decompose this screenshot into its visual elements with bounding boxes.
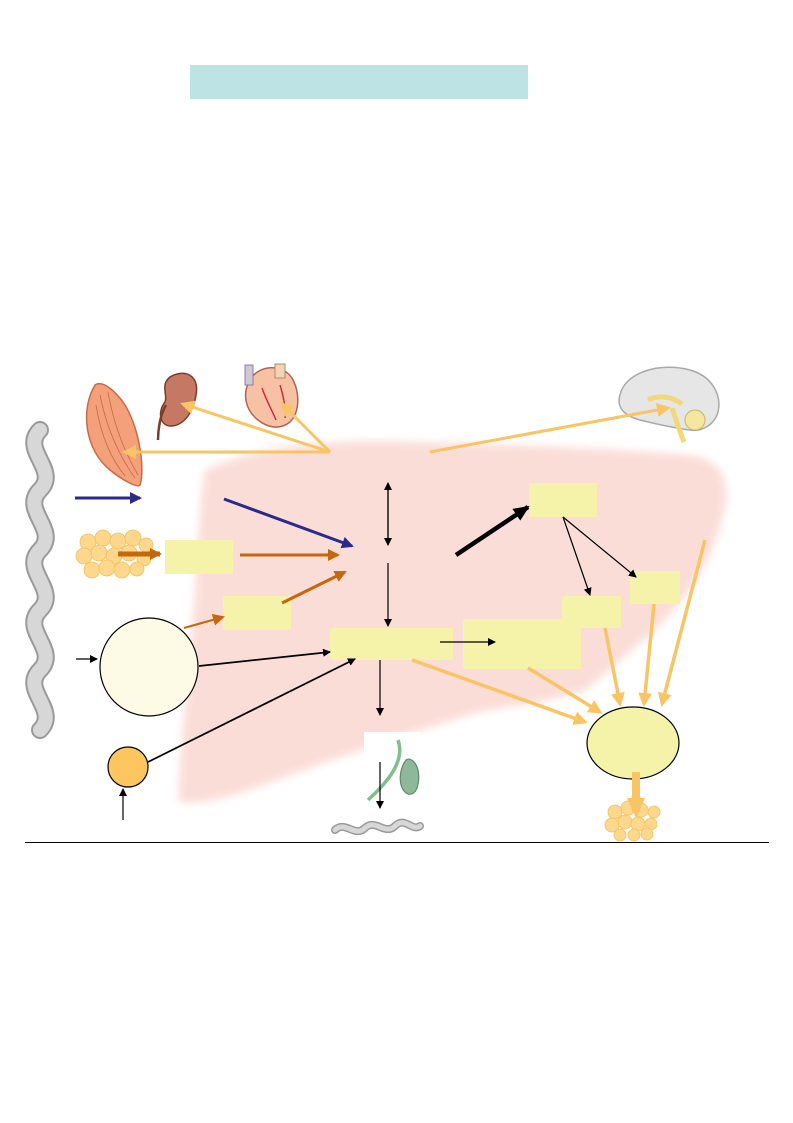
bold-arrow: [454, 505, 530, 557]
title-bar: [190, 65, 528, 99]
gallbladder-icon: [364, 732, 420, 802]
box-g: [630, 571, 680, 604]
yellow-flow-arrows: [411, 539, 707, 725]
muscle-icon: [85, 383, 143, 487]
node-large: [99, 617, 199, 717]
brain-icon: [618, 366, 720, 443]
box-d: [529, 483, 597, 517]
blue-arrows: [75, 492, 354, 549]
adipose-icon: [75, 529, 154, 579]
box-a: [165, 540, 233, 574]
organ-arrows: [122, 400, 671, 459]
heart-icon: [244, 363, 299, 428]
node-small: [107, 746, 149, 788]
box-b: [223, 596, 291, 630]
box-f: [562, 596, 621, 628]
adipose-store-icon: [604, 800, 661, 842]
node-right: [586, 706, 680, 780]
box-e: [463, 619, 581, 669]
black-arrows: [76, 482, 637, 820]
box-c: [330, 628, 453, 660]
brown-arrows: [118, 548, 347, 629]
page-divider: [25, 842, 769, 843]
